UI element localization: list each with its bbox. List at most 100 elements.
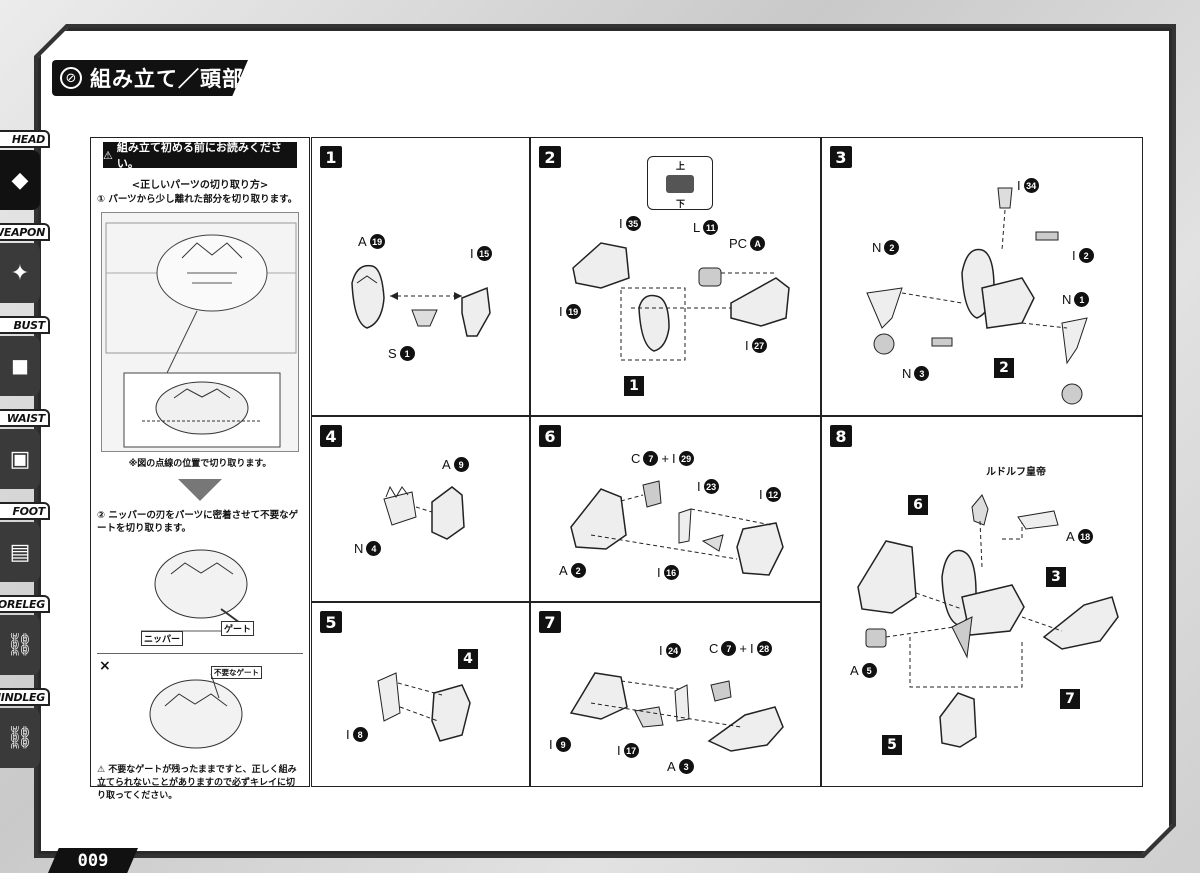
x-mark: ×: [99, 658, 111, 675]
tab-bust[interactable]: BUST ◼: [0, 312, 52, 405]
tab-hindleg[interactable]: HINDLEG ⛓: [0, 684, 52, 777]
notice-subtitle: <正しいパーツの切り取り方>: [131, 180, 269, 191]
foreleg-icon: ⛓: [0, 615, 40, 675]
tab-label: WAIST: [0, 409, 50, 427]
runner-diagram: [101, 212, 299, 453]
bad-example: × 不要なゲート: [91, 658, 309, 762]
head-icon: ◆: [0, 150, 40, 210]
no-cut-icon: ⊘: [60, 67, 82, 89]
part-icon: [666, 175, 694, 193]
step-ref: 7: [1060, 689, 1080, 709]
step-number: 8: [830, 425, 852, 447]
weapon-icon: ✦: [0, 243, 40, 303]
tab-head[interactable]: HEAD ◆: [0, 126, 52, 219]
dotted-line-note: ※図の点線の位置で切り取ります。: [128, 459, 272, 470]
section-tabs: HEAD ◆ WEAPON ✦ BUST ◼ WAIST ▣ FOOT ▤ FO…: [0, 126, 52, 777]
tab-label: BUST: [0, 316, 50, 334]
tab-label: FOOT: [0, 502, 50, 520]
page-number: 009: [48, 848, 138, 873]
gate-label: ゲート: [221, 621, 255, 637]
step-ref: 2: [994, 358, 1014, 378]
tab-label: HINDLEG: [0, 688, 50, 706]
warning-text: ⚠ 不要なゲートが残ったままですと、正しく組み立てられないことがありますので必ず…: [97, 765, 297, 801]
foot-icon: ▤: [0, 522, 40, 582]
notice-divider: [97, 653, 303, 655]
tab-label: FORELEG: [0, 595, 50, 613]
page-title-bar: ⊘ 組み立て／頭部: [52, 60, 248, 96]
page-title: 組み立て／頭部: [90, 67, 244, 91]
bust-icon: ◼: [0, 336, 40, 396]
hindleg-icon: ⛓: [0, 708, 40, 768]
top-label: 上: [676, 162, 686, 172]
bottom-label: 下: [676, 200, 686, 210]
step-ref: 4: [458, 649, 478, 669]
cutting-notice-panel: ⚠ 組み立て初める前にお読みください。 <正しいパーツの切り取り方> ① パーツ…: [90, 137, 310, 801]
tab-waist[interactable]: WAIST ▣: [0, 405, 52, 498]
orientation-callout: 上 下: [647, 156, 713, 210]
notice-step2: ② ニッパーの刃をパーツに密着させて不要なゲートを切り取ります。: [97, 509, 299, 535]
warning-icon: ⚠: [103, 148, 113, 162]
tab-foreleg[interactable]: FORELEG ⛓: [0, 591, 52, 684]
down-arrow-icon: [178, 478, 222, 501]
nipper-label: ニッパー: [141, 631, 184, 647]
step-number: 6: [539, 425, 561, 447]
step-ref: 1: [624, 376, 644, 396]
step-number: 4: [320, 425, 342, 447]
step-number: 7: [539, 611, 561, 633]
tab-label: WEAPON: [0, 223, 50, 241]
tab-weapon[interactable]: WEAPON ✦: [0, 219, 52, 312]
tab-foot[interactable]: FOOT ▤: [0, 498, 52, 591]
step-number: 1: [320, 146, 342, 168]
tab-label: HEAD: [0, 130, 50, 148]
waist-icon: ▣: [0, 429, 40, 489]
figure-label: ルドルフ皇帝: [986, 467, 1046, 478]
notice-step1: ① パーツから少し離れた部分を切り取ります。: [97, 194, 298, 205]
step-number: 5: [320, 611, 342, 633]
step-ref: 6: [908, 495, 928, 515]
step-number: 2: [539, 146, 561, 168]
notice-header: ⚠ 組み立て初める前にお読みください。: [103, 141, 297, 170]
step-ref: 5: [882, 735, 902, 755]
notice-header-text: 組み立て初める前にお読みください。: [116, 141, 282, 170]
nipper-diagram: ニッパー ゲート: [101, 539, 299, 649]
warning-icon: ⚠: [97, 765, 109, 776]
step-ref: 3: [1046, 567, 1066, 587]
step-number: 3: [830, 146, 852, 168]
